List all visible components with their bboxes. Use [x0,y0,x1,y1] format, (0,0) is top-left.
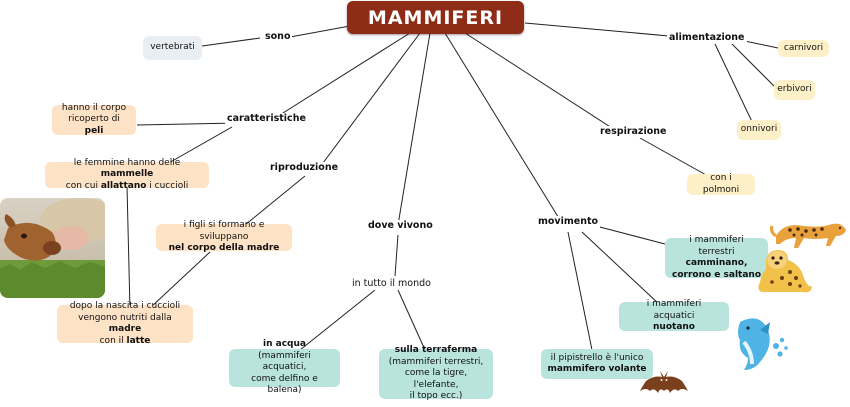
terrestri-line2: camminano, [685,258,748,268]
acqua-line2: (mammiferi acquatici, [258,350,311,373]
node-erbivori: erbivori [774,80,815,100]
figli-line1: i figli si formano e sviluppano [183,220,265,242]
bat-icon [640,369,688,403]
node-erbivori-text: erbivori [777,84,812,95]
node-acqua: in acqua (mammiferi acquatici, come delf… [229,339,340,395]
node-terrestri: i mammiferi terrestri camminano, corrono… [665,235,768,280]
map-title: MAMMIFERI [347,1,524,34]
label-alimentazione: alimentazione [667,32,747,44]
nascita-line1: dopo la nascita i cuccioli [69,301,181,311]
acqua-line3: come delfino e balena) [251,373,318,396]
node-onnivori-text: onnivori [740,124,778,135]
terraferma-line4: il topo ecc.) [409,391,463,402]
mammelle-line1: le femmine hanno delle mammelle [73,157,181,180]
calf-photo [0,198,105,298]
terrestri-line3: corrono e saltano [671,269,762,280]
acquatici-line1: i mammiferi acquatici [646,299,702,321]
node-figli: i figli si formano e sviluppano nel corp… [156,220,292,253]
label-caratteristiche: caratteristiche [225,113,308,125]
label-riproduzione: riproduzione [268,162,341,174]
pipistrello-line2: mammifero volante [547,364,647,374]
node-acquatici: i mammiferi acquatici nuotano [619,299,729,333]
node-mammelle: le femmine hanno delle mammelle con cui … [45,158,209,191]
label-respirazione: respirazione [598,126,669,138]
dolphin-icon [730,312,792,378]
terraferma-line2: (mammiferi terrestri, [388,356,484,367]
cheetah-icon [770,216,850,256]
node-pipistrello: il pipistrello è l'unico mammifero volan… [541,349,653,379]
node-onnivori: onnivori [737,120,781,140]
terraferma-line1: sulla terraferma [394,345,478,356]
acqua-line1: in acqua [263,339,306,350]
label-sono: sono [263,31,293,43]
node-polmoni-text: con i polmoni [702,173,740,195]
corpo-peli-line1: hanno il corpo [61,102,127,113]
pipistrello-line1: il pipistrello è l'unico [550,352,644,363]
nascita-line3: con il latte [99,335,151,346]
mammelle-line2: con cui allattano i cuccioli [65,180,189,191]
acquatici-line2: nuotano [653,322,695,333]
node-polmoni: con i polmoni [687,173,755,195]
label-dove-vivono: dove vivono [366,220,435,232]
terraferma-line3: come la tigre, l'elefante, [404,368,468,390]
node-nascita: dopo la nascita i cuccioli vengono nutri… [57,301,193,346]
leopard-icon [752,246,814,300]
nascita-line2: vengono nutriti dalla madre [78,312,172,335]
label-in-tutto-il-mondo: in tutto il mondo [350,278,433,290]
label-movimento: movimento [536,216,601,228]
corpo-peli-line2: ricoperto di peli [68,114,120,136]
figli-line2: nel corpo della madre [168,243,280,254]
node-corpo-peli: hanno il corpo ricoperto di peli [52,102,136,136]
node-carnivori-text: carnivori [783,42,824,53]
node-terraferma: sulla terraferma (mammiferi terrestri, c… [379,345,493,401]
node-vertebrati-text: vertebrati [150,42,195,53]
node-vertebrati: vertebrati [143,36,202,60]
terrestri-line1: i mammiferi terrestri [689,235,744,257]
node-carnivori: carnivori [778,40,829,57]
